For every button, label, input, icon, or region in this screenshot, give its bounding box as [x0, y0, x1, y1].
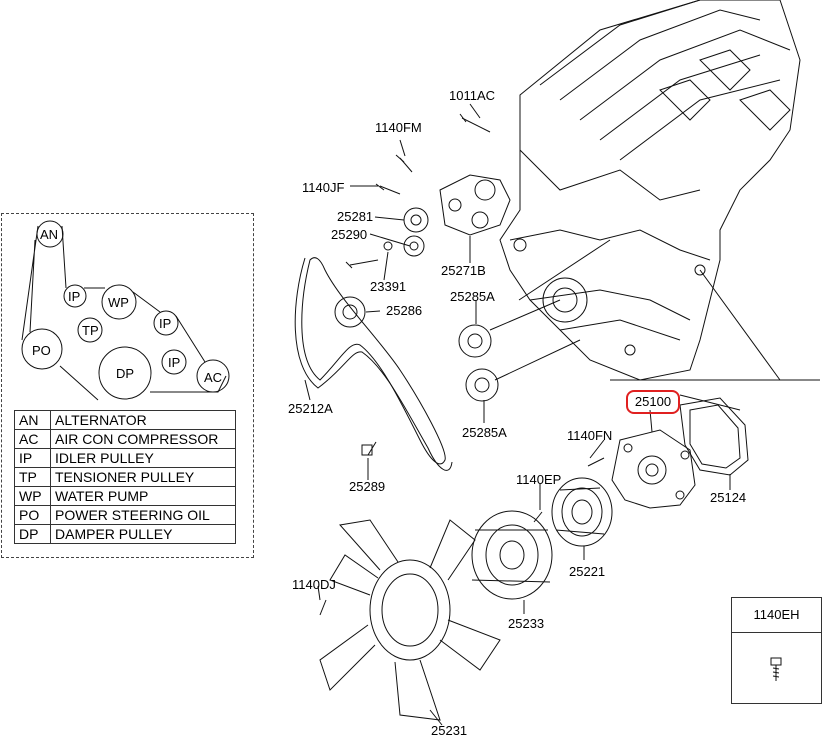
part-label: 25290	[331, 227, 368, 242]
pulley-ac-label: AC	[204, 370, 223, 385]
inset-title: 1140EH	[732, 598, 821, 633]
pulley-ip3-label: IP	[168, 355, 181, 370]
part-label: 1140JF	[302, 180, 345, 195]
pulley-an-label: AN	[40, 227, 59, 242]
bolt-icon	[770, 657, 782, 681]
belt-routing-diagram	[21, 220, 230, 401]
legend-name: POWER STEERING OIL	[50, 505, 236, 525]
part-label: 1140DJ	[292, 577, 336, 592]
belt-legend-box: AN IP WP TP IP PO DP IP AC	[1, 213, 254, 558]
pulley-tp-label: TP	[82, 323, 99, 338]
part-label: 25221	[569, 564, 606, 579]
legend-name: AIR CON COMPRESSOR	[50, 429, 236, 449]
part-label: 25289	[349, 479, 386, 494]
pulley-wp-label: WP	[108, 295, 129, 310]
engine-block	[499, 0, 801, 381]
part-label: 23391	[370, 279, 407, 294]
part-label: 25231	[431, 723, 468, 738]
legend-abbr: AC	[14, 429, 51, 449]
part-label: 25124	[710, 490, 747, 505]
pulley-ip-label: IP	[68, 289, 81, 304]
part-label: 25212A	[288, 401, 333, 416]
cooling-fan	[319, 519, 501, 721]
legend-abbr: AN	[14, 410, 51, 430]
pulley-dp-label: DP	[116, 366, 135, 381]
legend-abbr: TP	[14, 467, 51, 487]
part-label: 1140FN	[567, 428, 613, 443]
part-label: 25233	[508, 616, 545, 631]
part-label: 25281	[337, 209, 374, 224]
pulley-ip2-label: IP	[159, 316, 172, 331]
part-label: 1140FM	[375, 120, 422, 135]
legend-abbr: IP	[14, 448, 51, 468]
legend-abbr: WP	[14, 486, 51, 506]
legend-name: DAMPER PULLEY	[50, 524, 236, 544]
part-label: 25285A	[462, 425, 507, 440]
water-pump	[611, 429, 696, 509]
part-label: 25271B	[441, 263, 486, 278]
legend-name: TENSIONER PULLEY	[50, 467, 236, 487]
legend-abbr: DP	[14, 524, 51, 544]
part-label: 25286	[386, 303, 423, 318]
highlighted-part-label: 25100	[626, 390, 680, 414]
legend-name: ALTERNATOR	[50, 410, 236, 430]
pulley-po-label: PO	[32, 343, 51, 358]
bolt-inset-box: 1140EH	[731, 597, 822, 704]
legend-name: IDLER PULLEY	[50, 448, 236, 468]
legend-name: WATER PUMP	[50, 486, 236, 506]
part-label: 1140EP	[516, 472, 562, 487]
bracket-25271b	[439, 174, 511, 236]
legend-abbr: PO	[14, 505, 51, 525]
part-label: 1011AC	[449, 88, 496, 103]
part-label: 25285A	[450, 289, 495, 304]
